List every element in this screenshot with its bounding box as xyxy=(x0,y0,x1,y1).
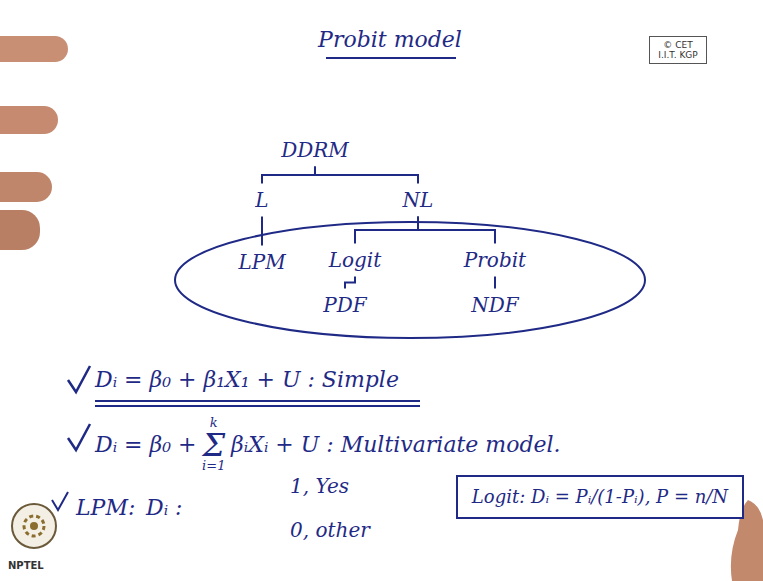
tree-connector xyxy=(315,167,418,184)
equation-text: Dᵢ = β₀ + β₁X₁ + U : Simple xyxy=(95,367,399,392)
logo-hub xyxy=(30,522,38,530)
tick-mark xyxy=(52,492,68,510)
equation-text: Dᵢ = β₀ + xyxy=(95,432,196,457)
tree-node: NDF xyxy=(467,292,522,319)
tree-node: LPM xyxy=(234,249,289,276)
logo-box: © CET I.I.T. KGP xyxy=(649,36,707,65)
underline xyxy=(95,400,420,402)
node-text: DDRM xyxy=(281,139,349,162)
underline xyxy=(95,405,420,407)
grouping-ellipse xyxy=(175,222,645,338)
tree-connector xyxy=(355,217,418,244)
node-text: LPM xyxy=(238,251,285,274)
tree-connector xyxy=(418,217,495,244)
tick-mark xyxy=(68,424,90,450)
tree-node: DDRM xyxy=(277,137,353,164)
node-text: PDF xyxy=(323,294,366,317)
node-text: NDF xyxy=(471,294,518,317)
equation-text: Σ xyxy=(202,427,225,464)
tree-connector xyxy=(262,167,315,184)
tree-connector xyxy=(494,277,496,289)
tree-connector xyxy=(261,217,263,246)
logo-gear xyxy=(24,516,44,536)
node-text: Logit xyxy=(329,249,382,272)
title-text: Probit model xyxy=(318,27,462,52)
palm xyxy=(0,210,40,250)
equation-text: i=1 xyxy=(202,459,225,474)
finger xyxy=(0,106,58,134)
finger xyxy=(0,36,68,62)
tree-connector xyxy=(345,277,355,289)
tree-node: Probit xyxy=(460,247,530,274)
node-text: NL xyxy=(403,189,434,212)
tree-node: Logit xyxy=(325,247,386,274)
finger xyxy=(0,172,52,202)
tree-node: L xyxy=(251,187,272,214)
node-text: © CET I.I.T. KGP xyxy=(654,40,702,61)
logo-circle xyxy=(12,504,56,548)
equation-text: 0, other xyxy=(290,519,370,542)
equation-text: βᵢXᵢ + U : Multivariate model. xyxy=(231,432,561,457)
underline xyxy=(326,57,456,59)
equation-text: 1, Yes xyxy=(290,475,349,498)
tree-node: NL xyxy=(399,187,438,214)
equation-text: LPM: xyxy=(76,495,135,520)
logo-text: NPTEL xyxy=(8,560,44,572)
node-text: L xyxy=(255,189,268,212)
node-text: Logit: Dᵢ = Pᵢ/(1-Pᵢ), P = n/N xyxy=(472,487,728,508)
tree-node: PDF xyxy=(319,292,370,319)
formula-box: Logit: Dᵢ = Pᵢ/(1-Pᵢ), P = n/N xyxy=(456,475,744,520)
tick-mark xyxy=(68,366,90,392)
node-text: Probit xyxy=(464,249,526,272)
equation-text: Dᵢ : xyxy=(146,495,182,520)
